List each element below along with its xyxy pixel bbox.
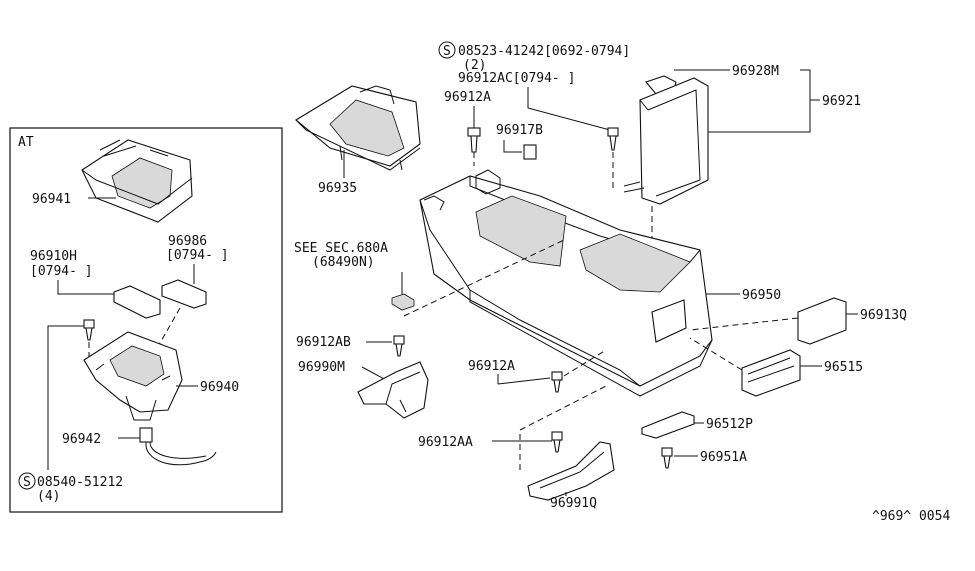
- part-96941-bezel: [81, 139, 193, 223]
- label-08523-qty: (2): [463, 58, 486, 73]
- part-96512p-bracket: [641, 411, 695, 439]
- screw-96912aa: [551, 431, 563, 453]
- at-box-frame: [9, 127, 283, 513]
- part-96913q-lid: [797, 297, 847, 345]
- label-08523: 08523-41242[0692-0794]: [458, 44, 630, 59]
- s-symbol-1-text: S: [23, 475, 31, 490]
- label-96986: 96986: [168, 234, 207, 249]
- label-96941: 96941: [32, 192, 71, 207]
- label-96913q: 96913Q: [860, 308, 907, 323]
- part-96910h-cover: [113, 285, 161, 319]
- part-96991q-detail: [539, 451, 605, 489]
- part-96950-console: [419, 169, 713, 397]
- screw-96912ab: [393, 335, 405, 357]
- s-symbol-2-text: S: [443, 44, 451, 59]
- part-96942-harness: [139, 427, 217, 466]
- screw-96951a: [661, 447, 673, 469]
- screw-at-left: [83, 319, 95, 341]
- label-08540: 08540-51212: [37, 475, 123, 490]
- leader-96917b: [503, 140, 522, 153]
- label-96940: 96940: [200, 380, 239, 395]
- part-96990m-detail: [385, 371, 421, 413]
- leader-96910h: [57, 280, 114, 295]
- screw-96912a-mid: [551, 371, 563, 393]
- label-96912a-top: 96912A: [444, 90, 491, 105]
- leader-96990m: [361, 366, 387, 381]
- leader-96912ac: [527, 87, 611, 131]
- part-96515-detail: [747, 357, 795, 383]
- screw-96912a-top: [467, 127, 481, 153]
- label-96950: 96950: [742, 288, 781, 303]
- leader-08540: [47, 325, 84, 470]
- label-96512p: 96512P: [706, 417, 753, 432]
- part-96991q-bracket: [527, 441, 615, 501]
- label-96912aa: 96912AA: [418, 435, 473, 450]
- dash-96913q: [689, 317, 799, 331]
- label-96935: 96935: [318, 181, 357, 196]
- label-96942: 96942: [62, 432, 101, 447]
- dash-96986: [155, 307, 181, 351]
- label-96951a: 96951A: [700, 450, 747, 465]
- label-see-sec: SEE SEC.680A: [294, 241, 388, 256]
- part-96986-cover: [161, 279, 207, 309]
- label-96910h-range: [0794- ]: [30, 264, 93, 279]
- at-box-label: AT: [18, 135, 34, 150]
- label-96921: 96921: [822, 94, 861, 109]
- label-see-sec-sub: (68490N): [312, 255, 375, 270]
- label-96912ac: 96912AC[0794- ]: [458, 71, 575, 86]
- label-96928m: 96928M: [732, 64, 779, 79]
- part-96515-ashtray: [741, 349, 801, 397]
- dash-96991q: [519, 385, 607, 470]
- footer-code: ^969^ 0054: [872, 509, 950, 524]
- part-96940-bracket: [83, 331, 183, 421]
- part-96917b-clip: [523, 144, 537, 160]
- label-96515: 96515: [824, 360, 863, 375]
- label-96991q: 96991Q: [550, 496, 597, 511]
- part-68490n-switch: [391, 293, 415, 311]
- label-96912a-mid: 96912A: [468, 359, 515, 374]
- label-96986-range: [0794- ]: [166, 248, 229, 263]
- label-96912ab: 96912AB: [296, 335, 351, 350]
- dash-96515: [689, 337, 743, 371]
- at-inset-box: AT: [9, 127, 283, 513]
- s-symbol-1: [18, 472, 36, 490]
- label-96990m: 96990M: [298, 360, 345, 375]
- label-08540-qty: (4): [37, 489, 60, 504]
- dash-96912a-mid: [563, 349, 607, 377]
- screw-96912ac: [607, 127, 619, 151]
- label-96917b: 96917B: [496, 123, 543, 138]
- leader-96921: [708, 69, 811, 133]
- part-96921-armrest: [623, 77, 709, 205]
- leader-96912a-mid-2: [497, 377, 551, 385]
- s-symbol-2: [438, 41, 456, 59]
- part-96935-boot: [295, 85, 421, 171]
- label-96910h: 96910H: [30, 249, 77, 264]
